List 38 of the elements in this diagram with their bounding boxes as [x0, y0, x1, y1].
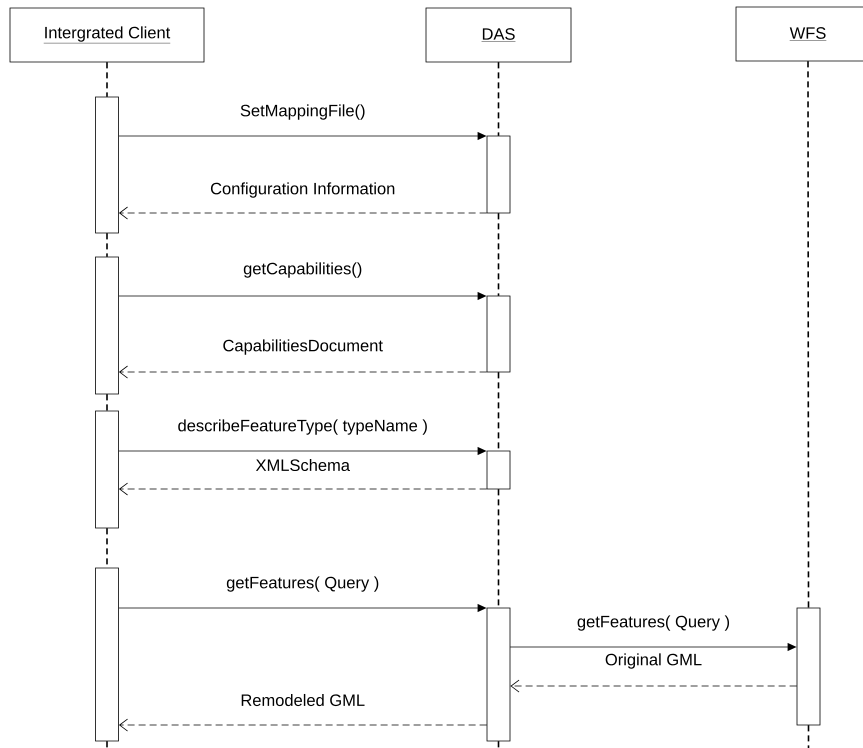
edge-label: SetMappingFile() — [238, 103, 367, 121]
activation-bar — [486, 608, 510, 742]
lifeline — [106, 741, 108, 748]
return-arrow — [510, 680, 797, 692]
edge-label: Original GML — [604, 652, 704, 670]
lifeline-head: WFS — [736, 6, 863, 62]
lifeline-head: DAS — [426, 8, 572, 62]
lifeline — [498, 372, 500, 451]
lifeline — [807, 61, 810, 608]
activation-bar — [486, 450, 510, 490]
lifeline — [106, 394, 108, 411]
edge-label: Configuration Information — [209, 181, 396, 199]
edge-label: describeFeatureType( typeName ) — [176, 418, 429, 436]
lifeline — [106, 233, 108, 257]
edge-label: getCapabilities() — [242, 261, 364, 279]
lifeline — [106, 62, 108, 97]
return-arrow — [118, 718, 487, 732]
edge-label: getFeatures( Query ) — [576, 614, 732, 632]
edge-label: XMLSchema — [254, 458, 351, 472]
activation-bar — [95, 256, 119, 394]
activation-bar — [95, 568, 119, 742]
return-arrow — [118, 482, 487, 496]
lifeline — [808, 725, 810, 748]
activation-bar — [95, 96, 119, 234]
edge-label: getFeatures( Query ) — [225, 575, 380, 593]
lifeline — [498, 62, 500, 136]
activation-bar — [95, 410, 119, 528]
edge-label: Remodeled GML — [239, 692, 366, 708]
activation-bar — [796, 608, 820, 726]
return-arrow — [118, 366, 487, 378]
lifeline-head: Intergrated Client — [10, 8, 204, 62]
lifeline — [498, 489, 500, 608]
activation-bar — [486, 136, 510, 214]
activation-bar — [486, 296, 510, 372]
lifeline — [498, 741, 500, 748]
edge-label: CapabilitiesDocument — [222, 338, 384, 356]
lifeline — [498, 213, 500, 296]
return-arrow — [118, 206, 487, 220]
